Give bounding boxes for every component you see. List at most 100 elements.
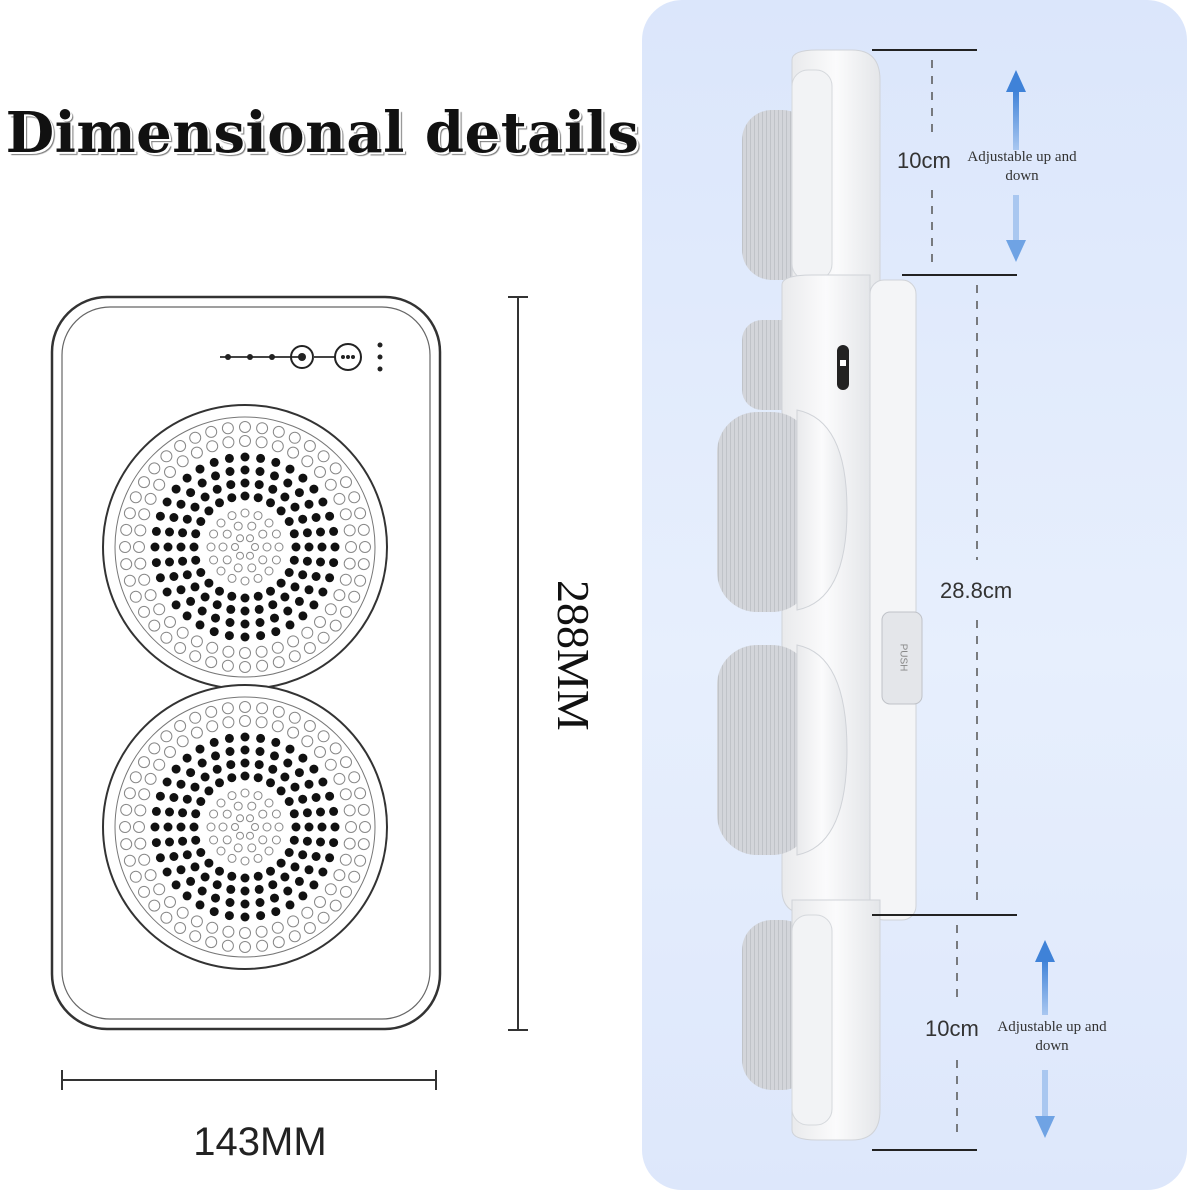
brush-dot	[254, 760, 264, 770]
brush-dot	[176, 499, 186, 509]
brush-dot	[174, 642, 187, 654]
brush-dot	[298, 611, 308, 621]
brush-dot	[255, 467, 265, 476]
brush-dot	[272, 656, 285, 669]
brush-dot	[253, 591, 263, 601]
brush-dot	[274, 822, 284, 832]
brush-dot	[256, 631, 266, 641]
brush-dot	[318, 867, 328, 877]
brush-dot	[314, 616, 326, 628]
brush-dot	[204, 858, 214, 868]
brush-dot	[205, 936, 218, 949]
brush-dot	[171, 484, 181, 494]
brush-dot	[324, 758, 337, 771]
brush-dot	[340, 476, 352, 489]
brush-dot	[304, 779, 314, 789]
brush-dot	[271, 907, 281, 917]
brush-dot	[240, 593, 250, 603]
brush-dot	[153, 478, 166, 491]
brush-dot	[284, 797, 294, 806]
brush-dot	[164, 466, 176, 478]
brush-dot	[195, 464, 205, 474]
brush-dot	[271, 921, 284, 934]
brush-dot	[169, 852, 179, 861]
brush-dot	[169, 513, 179, 522]
brush-dot	[176, 822, 186, 832]
brush-dot	[304, 822, 314, 832]
brush-dot	[189, 930, 202, 943]
brush-dot	[138, 788, 151, 801]
brush-dot	[354, 574, 367, 587]
brush-dot	[176, 455, 189, 468]
brush-dot	[240, 632, 250, 642]
brush-dot	[317, 911, 330, 924]
brush-dot	[190, 782, 200, 792]
brush-dot	[209, 809, 219, 819]
brush-dot	[182, 514, 192, 524]
brush-dot	[138, 508, 151, 521]
device-line-drawing	[50, 295, 528, 1090]
brush-dot	[206, 542, 216, 552]
brush-dot	[240, 491, 250, 501]
brush-dot	[227, 773, 237, 783]
brush-dot	[205, 656, 218, 669]
brush-dot	[239, 435, 251, 447]
brush-dot	[258, 835, 268, 845]
brush-dot	[271, 555, 281, 565]
brush-dot	[226, 760, 236, 770]
brush-dot	[271, 641, 284, 654]
brush-dot	[287, 726, 300, 739]
brush-dot	[284, 848, 294, 857]
brush-dot	[317, 822, 327, 832]
brush-dot	[189, 711, 202, 724]
brush-dot	[357, 558, 370, 571]
brush-dot	[268, 600, 278, 610]
brush-dot	[303, 922, 316, 934]
brush-dot	[348, 771, 361, 784]
brush-dot	[339, 788, 352, 801]
brush-dot	[191, 555, 201, 565]
brush-dot	[309, 880, 319, 890]
brush-dot	[274, 542, 284, 552]
brush-dot	[215, 498, 224, 508]
brush-dot	[262, 542, 272, 552]
brush-dot	[160, 730, 173, 743]
brush-dot	[301, 735, 314, 748]
brush-dot	[298, 794, 308, 804]
brush-dot	[255, 436, 268, 449]
brush-dot	[227, 511, 237, 521]
brush-dot	[266, 778, 275, 788]
brush-dot	[186, 488, 196, 498]
brush-dot	[329, 558, 339, 568]
brush-dot	[176, 906, 189, 919]
side-view-device	[717, 49, 1055, 1151]
brush-dot	[256, 733, 266, 743]
brush-dot	[311, 572, 321, 581]
brush-dot	[348, 491, 361, 504]
brush-dot	[359, 541, 371, 553]
brush-dot	[255, 716, 268, 729]
brush-dot	[221, 702, 234, 715]
brush-dot	[258, 529, 268, 539]
brush-dot	[247, 801, 257, 811]
brush-dot	[138, 756, 150, 769]
brush-dot	[330, 822, 340, 832]
brush-dot	[272, 705, 285, 718]
brush-dot	[189, 542, 199, 552]
brush-dot	[169, 572, 179, 581]
brush-dot	[134, 524, 147, 537]
brush-dot	[144, 589, 157, 602]
brush-dot	[211, 893, 220, 903]
brush-dot	[317, 450, 330, 463]
brush-dot	[227, 493, 237, 503]
brush-dot	[195, 744, 205, 754]
brush-dot	[211, 751, 220, 761]
brush-dot	[138, 605, 150, 618]
bottom-brush-unit	[742, 899, 881, 1141]
brush-dot	[190, 635, 203, 648]
brush-dot	[283, 886, 293, 896]
brush-dot	[224, 911, 234, 921]
brush-dot	[291, 822, 301, 832]
brush-dot	[283, 478, 293, 488]
brush-dot	[178, 528, 188, 538]
